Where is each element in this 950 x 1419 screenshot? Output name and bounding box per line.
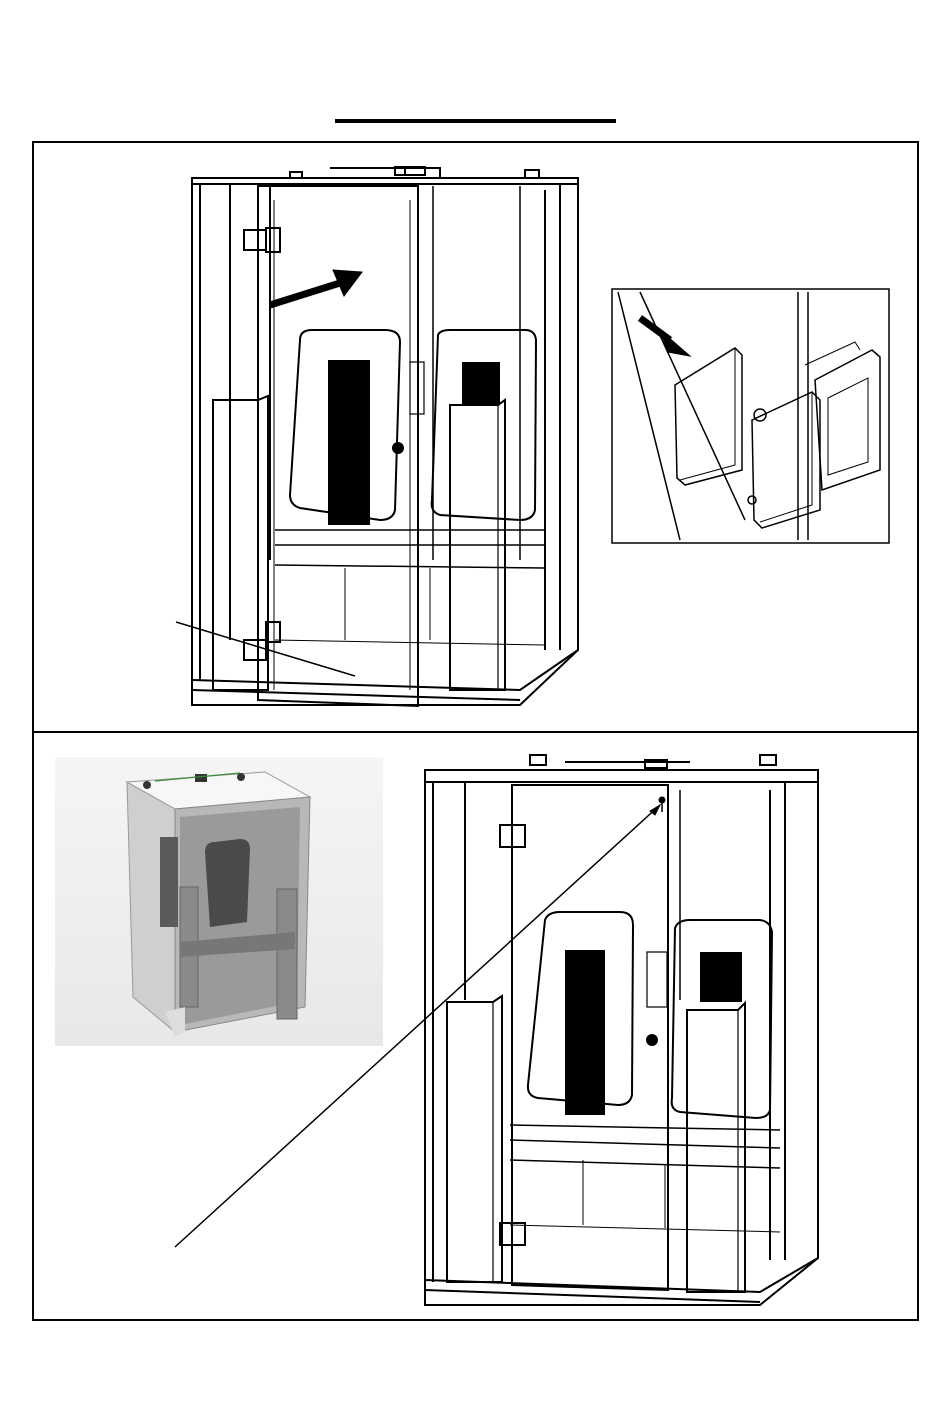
door-stop-pin [660, 798, 665, 803]
side-heater-left-assembled [447, 996, 502, 1282]
side-heater-right-assembled [687, 1003, 745, 1292]
control-panel-assembled [647, 952, 667, 1007]
cabin-outline-assembled [425, 755, 818, 1305]
